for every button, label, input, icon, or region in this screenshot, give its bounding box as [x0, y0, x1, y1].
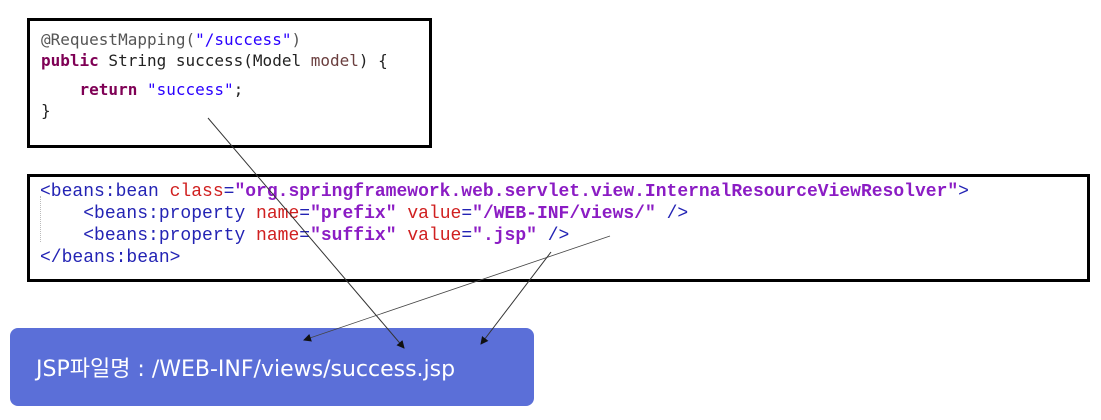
xml-line-2: <beans:property name="prefix" value="/WE… [40, 203, 1087, 225]
tag-self-close: /> [655, 204, 689, 224]
property-open-tag: <beans:property [83, 226, 257, 246]
java-code-box: @RequestMapping("/success") public Strin… [27, 18, 432, 148]
class-value: "org.springframework.web.servlet.view.In… [234, 182, 959, 202]
suffix-name-value: "suffix" [310, 226, 397, 246]
name-attr: name [256, 204, 300, 224]
tag-close: > [958, 182, 969, 202]
space [397, 226, 408, 246]
space [397, 204, 408, 224]
property-open-tag: <beans:property [83, 204, 257, 224]
statement-end: ; [233, 80, 244, 99]
xml-line-4: </beans:bean> [40, 247, 1087, 269]
equals: = [299, 226, 311, 246]
xml-config-box: <beans:bean class="org.springframework.w… [27, 174, 1090, 282]
annotation-text: @RequestMapping( [41, 30, 196, 49]
mapping-path-string: "/success" [195, 30, 292, 49]
jsp-filename-box: JSP파일명 : /WEB-INF/views/success.jsp [10, 328, 534, 406]
indent [40, 226, 83, 246]
equals: = [461, 204, 473, 224]
prefix-value: "/WEB-INF/views/" [472, 204, 656, 224]
space [137, 80, 147, 99]
return-keyword: return [79, 80, 138, 99]
equals: = [461, 226, 473, 246]
java-line-2: public String success(Model model) { [41, 50, 429, 71]
bean-open-tag: <beans:bean [40, 182, 170, 202]
tag-self-close: /> [536, 226, 570, 246]
param-name: model [310, 51, 359, 70]
return-value-string: "success" [146, 80, 234, 99]
indent-guide [40, 196, 41, 242]
bean-close-tag: </beans:bean> [40, 248, 181, 268]
suffix-value: ".jsp" [472, 226, 537, 246]
method-signature: String success(Model [98, 51, 311, 70]
closing-brace: } [41, 101, 51, 120]
java-line-1: @RequestMapping("/success") [41, 29, 429, 50]
xml-line-3: <beans:property name="suffix" value=".js… [40, 225, 1087, 247]
class-attr: class [169, 182, 224, 202]
indent [41, 80, 80, 99]
xml-line-1: <beans:bean class="org.springframework.w… [40, 181, 1087, 203]
value-attr: value [407, 204, 462, 224]
equals: = [223, 182, 235, 202]
equals: = [299, 204, 311, 224]
prefix-name-value: "prefix" [310, 204, 397, 224]
jsp-filename-text: JSP파일명 : /WEB-INF/views/success.jsp [36, 357, 456, 382]
name-attr: name [256, 226, 300, 246]
indent [40, 204, 83, 224]
value-attr: value [407, 226, 462, 246]
signature-end: ) { [358, 51, 388, 70]
public-keyword: public [41, 51, 99, 70]
annotation-close: ) [291, 30, 302, 49]
java-line-3: return "success"; [41, 79, 429, 100]
java-line-4: } [41, 100, 429, 121]
